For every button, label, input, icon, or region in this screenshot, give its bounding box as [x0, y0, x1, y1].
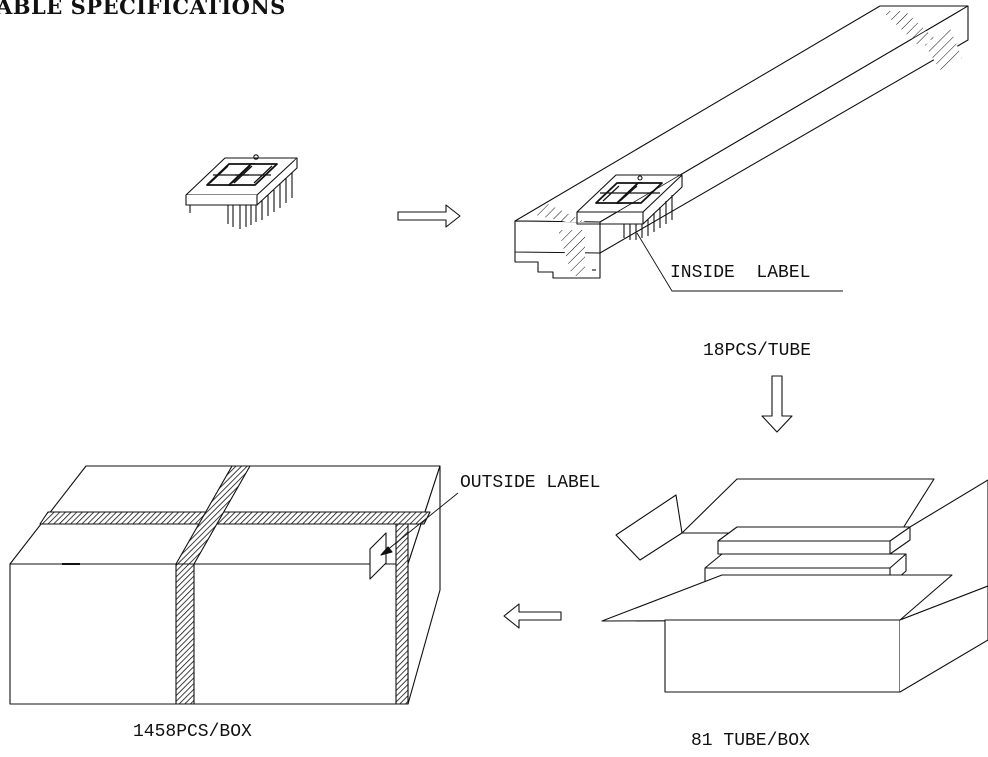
- arrow-left-icon: [503, 603, 562, 629]
- arrow-down-icon: [761, 375, 793, 433]
- sealed-box: [9, 465, 441, 705]
- inside-label-leader: [636, 232, 843, 292]
- open-box: [601, 478, 988, 693]
- page-title: ABLE SPECIFICATIONS: [0, 0, 286, 19]
- pcs-per-tube-text: 18PCS/TUBE: [703, 341, 811, 361]
- leader-arrowhead-icon: [380, 546, 393, 556]
- tube-per-box-text: 81 TUBE/BOX: [691, 731, 810, 751]
- tube: [514, 5, 969, 279]
- pcs-per-box-text: 1458PCS/BOX: [133, 722, 252, 742]
- display-component: [185, 154, 298, 229]
- outside-label-leader: [380, 492, 459, 556]
- outside-label-text: OUTSIDE LABEL: [460, 473, 600, 493]
- inside-label-text: INSIDE LABEL: [670, 263, 810, 283]
- arrow-right-icon: [397, 204, 461, 228]
